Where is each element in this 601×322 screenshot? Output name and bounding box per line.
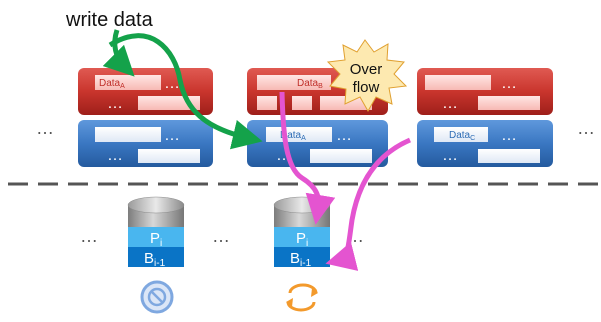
ellipsis: … — [164, 75, 180, 92]
data-b-label: DataB — [297, 78, 323, 90]
ellipsis: … — [336, 127, 352, 144]
data-a-label-blue: DataA — [280, 130, 306, 142]
ellipsis: … — [107, 147, 123, 164]
disk-left: Pi Bi-1 — [127, 196, 185, 269]
sync-icon — [286, 283, 318, 312]
ellipsis: … — [164, 127, 180, 144]
blue-block-2: DataA … … — [247, 120, 388, 167]
ellipsis: … — [80, 226, 98, 246]
partition-label: Pi — [296, 230, 308, 249]
partition-label: Pi — [150, 230, 162, 249]
data-c-label: DataC — [449, 130, 475, 142]
green-arrow-write — [102, 29, 135, 77]
buffer-label: Bi-1 — [144, 250, 166, 269]
ellipsis: … — [107, 95, 123, 112]
blue-block-3: DataC … … — [417, 120, 553, 167]
data-a-label-red: DataA — [99, 78, 125, 90]
disk-right: Pi Bi-1 — [273, 196, 331, 269]
ellipsis: … — [501, 75, 517, 92]
ellipsis: … — [442, 95, 458, 112]
green-arrow-to-blue — [108, 33, 263, 150]
pink-arrow-overflow-c — [325, 137, 411, 271]
overflow-label: Over — [350, 61, 383, 78]
ellipsis: … — [501, 127, 517, 144]
ellipsis: … — [442, 147, 458, 164]
prohibited-icon — [140, 280, 174, 314]
write-data-label: write data — [65, 9, 154, 31]
ellipsis: … — [36, 118, 54, 138]
overflow-label: flow — [353, 79, 380, 96]
red-block-3: … … — [417, 68, 553, 115]
ellipsis: … — [577, 118, 595, 138]
buffer-label: Bi-1 — [290, 250, 312, 269]
pink-arrow-overflow-a — [279, 91, 336, 225]
ellipsis: … — [212, 226, 230, 246]
overflow-burst: Over flow — [326, 39, 408, 113]
blue-block-1: … … — [78, 120, 213, 167]
